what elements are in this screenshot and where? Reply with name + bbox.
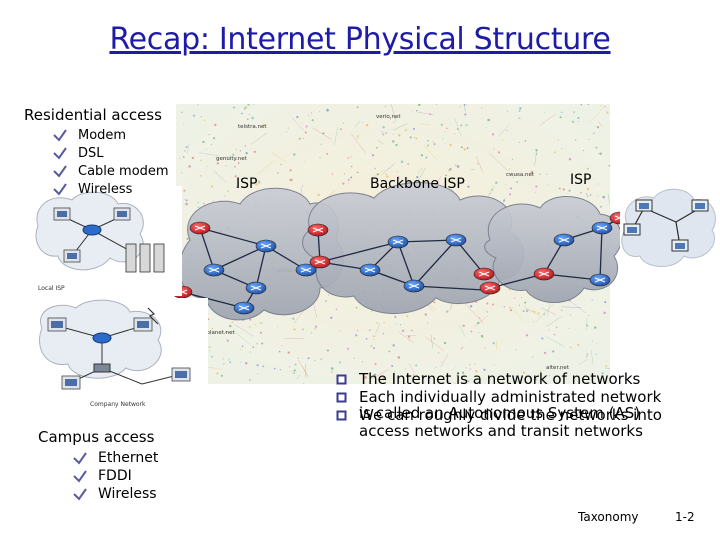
slide-title: Recap: Internet Physical Structure: [0, 22, 720, 57]
square-bullet-icon: [336, 410, 347, 421]
remote-network-image: [618, 186, 720, 272]
checkmark-bullet-icon: [72, 469, 88, 483]
router-icon: [388, 236, 408, 248]
router-icon: [234, 302, 254, 314]
checkmark-bullet-icon: [52, 182, 68, 196]
router-icon: [308, 224, 328, 236]
checkmark-bullet-icon: [52, 146, 68, 160]
isp-cloud-right: [485, 197, 620, 303]
checkmark-bullet-icon: [52, 128, 68, 142]
router-icon: [554, 234, 574, 246]
router-icon: [446, 234, 466, 246]
residential-network-image: Local ISP: [32, 186, 182, 296]
note-item: We can roughly divide the networks into …: [336, 408, 666, 426]
router-icon: [592, 222, 612, 234]
slide-number: 1-2: [675, 510, 695, 524]
router-icon: [474, 268, 494, 280]
notes-list: The Internet is a network of networks Ea…: [336, 372, 666, 426]
residential-access-list: Modem DSL Cable modem Wireless: [52, 126, 169, 198]
checkmark-bullet-icon: [52, 164, 68, 178]
svg-text:verio.net: verio.net: [376, 114, 401, 120]
router-icon: [480, 282, 500, 294]
campus-access-list: Ethernet FDDI Wireless: [72, 449, 158, 503]
router-icon: [190, 222, 210, 234]
isp-left-label: ISP: [236, 176, 257, 192]
residential-image-caption: Local ISP: [38, 285, 65, 292]
campus-image-caption: Company Network: [90, 401, 146, 408]
campus-access-heading: Campus access: [38, 428, 154, 446]
list-item: Modem: [52, 126, 169, 144]
router-icon: [204, 264, 224, 276]
footer-topic: Taxonomy: [578, 510, 639, 524]
router-icon: [310, 256, 330, 268]
router-icon: [534, 268, 554, 280]
list-item: Wireless: [72, 485, 158, 503]
router-icon: [404, 280, 424, 292]
list-item: Ethernet: [72, 449, 158, 467]
residential-access-heading: Residential access: [24, 106, 162, 124]
svg-text:genuity.net: genuity.net: [216, 156, 248, 162]
isp-right-label: ISP: [570, 172, 591, 188]
checkmark-bullet-icon: [72, 451, 88, 465]
list-item: DSL: [52, 144, 169, 162]
router-icon: [590, 274, 610, 286]
square-bullet-icon: [336, 374, 347, 385]
router-icon: [256, 240, 276, 252]
network-diagram: [160, 170, 620, 350]
campus-network-image: Company Network: [32, 298, 208, 416]
list-item: FDDI: [72, 467, 158, 485]
list-item: Cable modem: [52, 162, 169, 180]
checkmark-bullet-icon: [72, 487, 88, 501]
router-icon: [360, 264, 380, 276]
backbone-isp-label: Backbone ISP: [370, 176, 465, 192]
svg-text:telstra.net: telstra.net: [238, 124, 267, 130]
list-item: Wireless: [52, 180, 169, 198]
square-bullet-icon: [336, 392, 347, 403]
router-icon: [246, 282, 266, 294]
